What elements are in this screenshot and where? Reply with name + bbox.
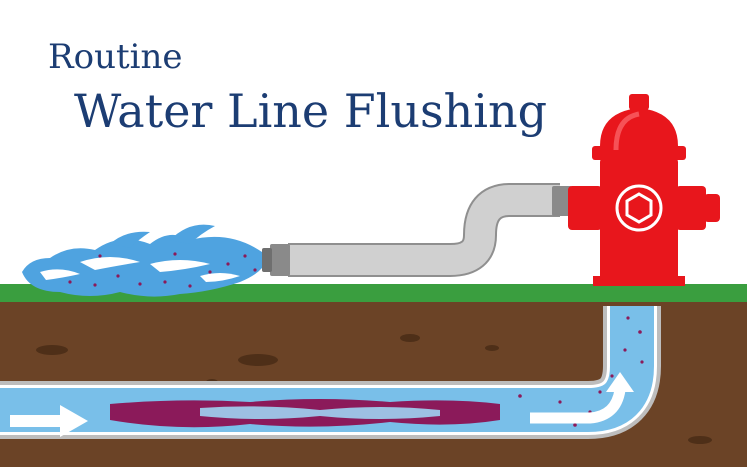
water-spray-icon [22,224,262,297]
title-line-2: Water Line Flushing [74,84,548,138]
flow-arrow-icon [10,405,88,437]
fire-hydrant-icon [568,94,720,286]
sediment-water [200,406,440,419]
hose-icon [262,183,572,277]
flow-arrow-icon [530,372,634,424]
title-line-1: Routine [48,37,183,77]
title: Routine Water Line Flushing [48,40,547,134]
